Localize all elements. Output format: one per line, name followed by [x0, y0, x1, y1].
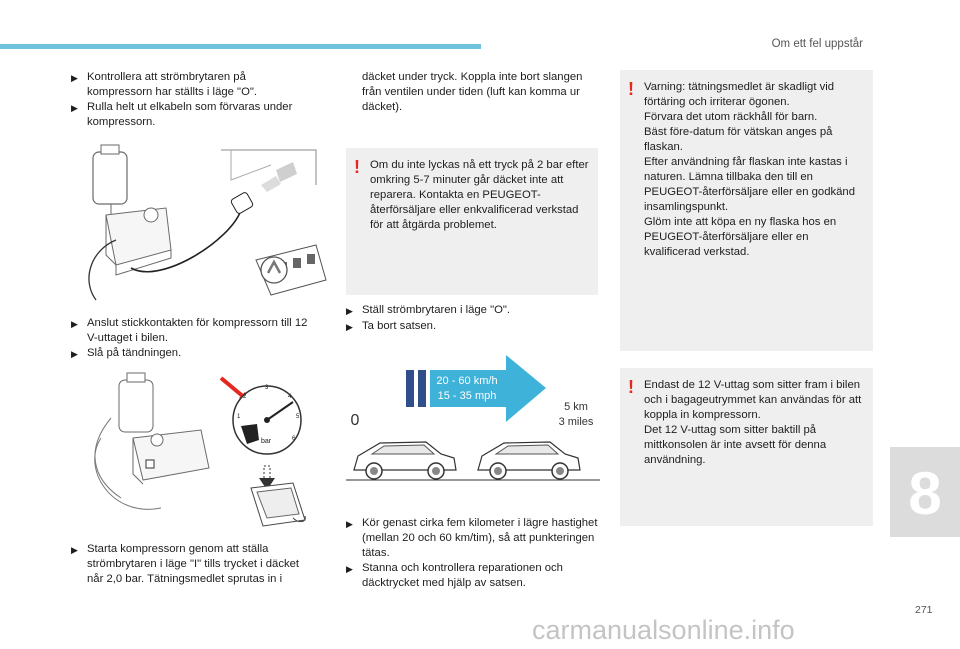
section-title: Om ett fel uppstår: [771, 38, 863, 50]
bullet-marker-icon: ▶: [346, 519, 353, 529]
warning-icon: !: [628, 377, 634, 397]
list-item: ▶Stanna och kontrollera reparationen och…: [346, 562, 563, 589]
warning-box-sealant: ! Varning: tätningsmedlet är skadligt vi…: [620, 70, 873, 351]
warning-text: Varning: tätningsmedlet är skadligt vid …: [644, 81, 855, 258]
driving-distance-diagram: 20 - 60 km/h 15 - 35 mph 5 km 3 miles 0: [346, 355, 600, 481]
car-icon: [353, 441, 457, 480]
compressor-start-illustration: 1 2 3 4 5 6 bar: [71, 368, 329, 533]
header-accent-bar: [0, 44, 481, 49]
page-number: 271: [915, 604, 933, 616]
bullet-list-remove-kit: ▶Ställ strömbrytaren i läge "O". ▶Ta bor…: [346, 303, 596, 335]
warning-box-socket: ! Endast de 12 V-uttag som sitter fram i…: [620, 368, 873, 526]
gauge-tick-label: 1: [237, 414, 241, 420]
gauge-tick-label: 2: [243, 394, 247, 400]
bullet-list-start: ▶Starta kompressorn genom att ställa str…: [71, 542, 316, 587]
chapter-tab: 8: [890, 447, 960, 537]
distance-km-label: 5 km: [564, 401, 588, 413]
bullet-marker-icon: ▶: [71, 545, 78, 555]
list-item: ▶Starta kompressorn genom att ställa str…: [71, 543, 300, 585]
bullet-marker-icon: ▶: [346, 322, 353, 332]
bullet-marker-icon: ▶: [346, 306, 353, 316]
gauge-unit-label: bar: [261, 438, 272, 445]
continuation-paragraph: däcket under tryck. Koppla inte bort sla…: [362, 71, 583, 113]
bullet-list-drive: ▶Kör genast cirka fem kilometer i lägre …: [346, 516, 600, 591]
bullet-list-check-switch: ▶Kontrollera att strömbrytaren på kompre…: [71, 70, 311, 130]
list-item: ▶Rulla helt ut elkabeln som förvaras und…: [71, 101, 293, 128]
speed-kmh-label: 20 - 60 km/h: [436, 375, 497, 387]
chapter-number: 8: [908, 460, 942, 527]
warning-icon: !: [354, 157, 360, 177]
warning-icon: !: [628, 79, 634, 99]
warning-text: Endast de 12 V-uttag som sitter fram i b…: [644, 379, 862, 466]
start-zero-label: 0: [351, 412, 360, 429]
watermark: carmanualsonline.info: [532, 615, 795, 645]
list-item: ▶Ta bort satsen.: [346, 319, 596, 335]
bullet-marker-icon: ▶: [71, 103, 78, 113]
gauge-tick-label: 5: [296, 414, 300, 420]
bullet-marker-icon: ▶: [346, 564, 353, 574]
compressor-connect-illustration: [71, 140, 329, 315]
list-item: ▶Kör genast cirka fem kilometer i lägre …: [346, 517, 598, 559]
car-icon: [477, 441, 581, 480]
warning-text: Om du inte lyckas nå ett tryck på 2 bar …: [370, 159, 589, 231]
bullet-marker-icon: ▶: [71, 349, 78, 359]
gauge-tick-label: 6: [292, 436, 296, 442]
list-item: ▶Kontrollera att strömbrytaren på kompre…: [71, 71, 258, 98]
speed-mph-label: 15 - 35 mph: [438, 390, 497, 402]
bullet-marker-icon: ▶: [71, 73, 78, 83]
list-item: ▶Slå på tändningen.: [71, 346, 311, 362]
bullet-marker-icon: ▶: [71, 319, 78, 329]
list-item: ▶Ställ strömbrytaren i läge "O".: [346, 303, 596, 319]
warning-box-pressure: ! Om du inte lyckas nå ett tryck på 2 ba…: [346, 148, 598, 295]
gauge-tick-label: 3: [265, 385, 269, 391]
bullet-list-connect: ▶Anslut stickkontakten för kompressorn t…: [71, 316, 311, 362]
gauge-tick-label: 4: [288, 394, 292, 400]
list-item: ▶Anslut stickkontakten för kompressorn t…: [71, 317, 308, 344]
distance-miles-label: 3 miles: [559, 416, 594, 428]
